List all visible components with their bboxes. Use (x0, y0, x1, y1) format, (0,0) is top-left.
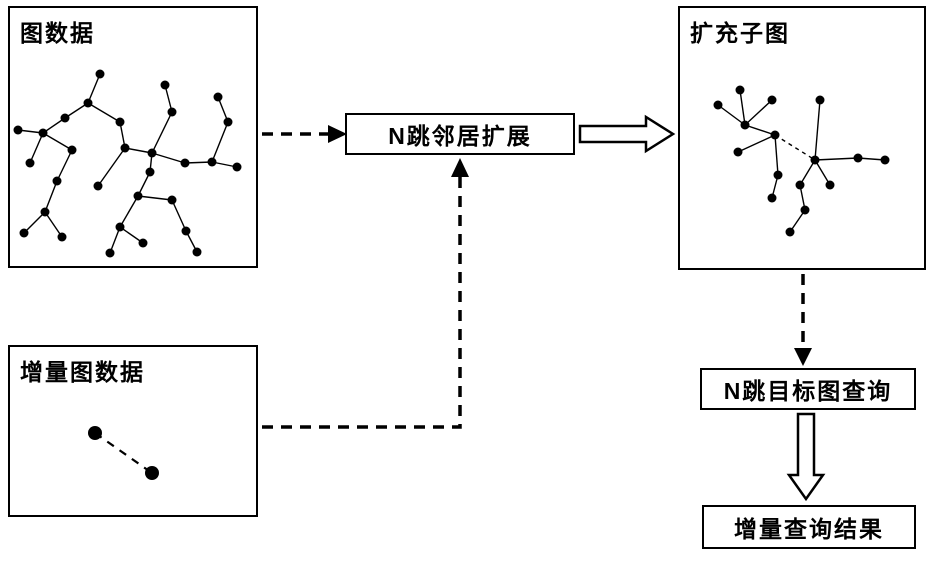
dashed-arrow-incremental-to-expand (262, 158, 469, 429)
nhop-target-query-label: N跳目标图查询 (723, 378, 893, 404)
incremental-graph-network (88, 426, 159, 480)
block-arrow-expand-to-subgraph (578, 114, 676, 154)
graph-data-box: 图数据 (8, 6, 258, 268)
expanded-subgraph-network (713, 85, 890, 237)
nhop-target-query-box: N跳目标图查询 (700, 368, 916, 410)
expanded-subgraph-label: 扩充子图 (690, 20, 790, 46)
nhop-expand-box: N跳邻居扩展 (345, 113, 575, 155)
incremental-result-box: 增量查询结果 (702, 505, 916, 549)
incremental-graph-box: 增量图数据 (8, 345, 258, 517)
dashed-arrow-graphdata-to-expand (262, 125, 347, 143)
dashed-arrow-subgraph-to-query (794, 274, 812, 366)
block-arrow-query-to-result (786, 412, 826, 502)
nhop-expand-label: N跳邻居扩展 (388, 123, 532, 149)
incremental-result-label: 增量查询结果 (734, 516, 884, 542)
graph-data-label: 图数据 (20, 20, 95, 46)
incremental-graph-label: 增量图数据 (20, 359, 145, 385)
expanded-subgraph-box: 扩充子图 (678, 6, 926, 270)
graph-data-network (13, 69, 242, 258)
